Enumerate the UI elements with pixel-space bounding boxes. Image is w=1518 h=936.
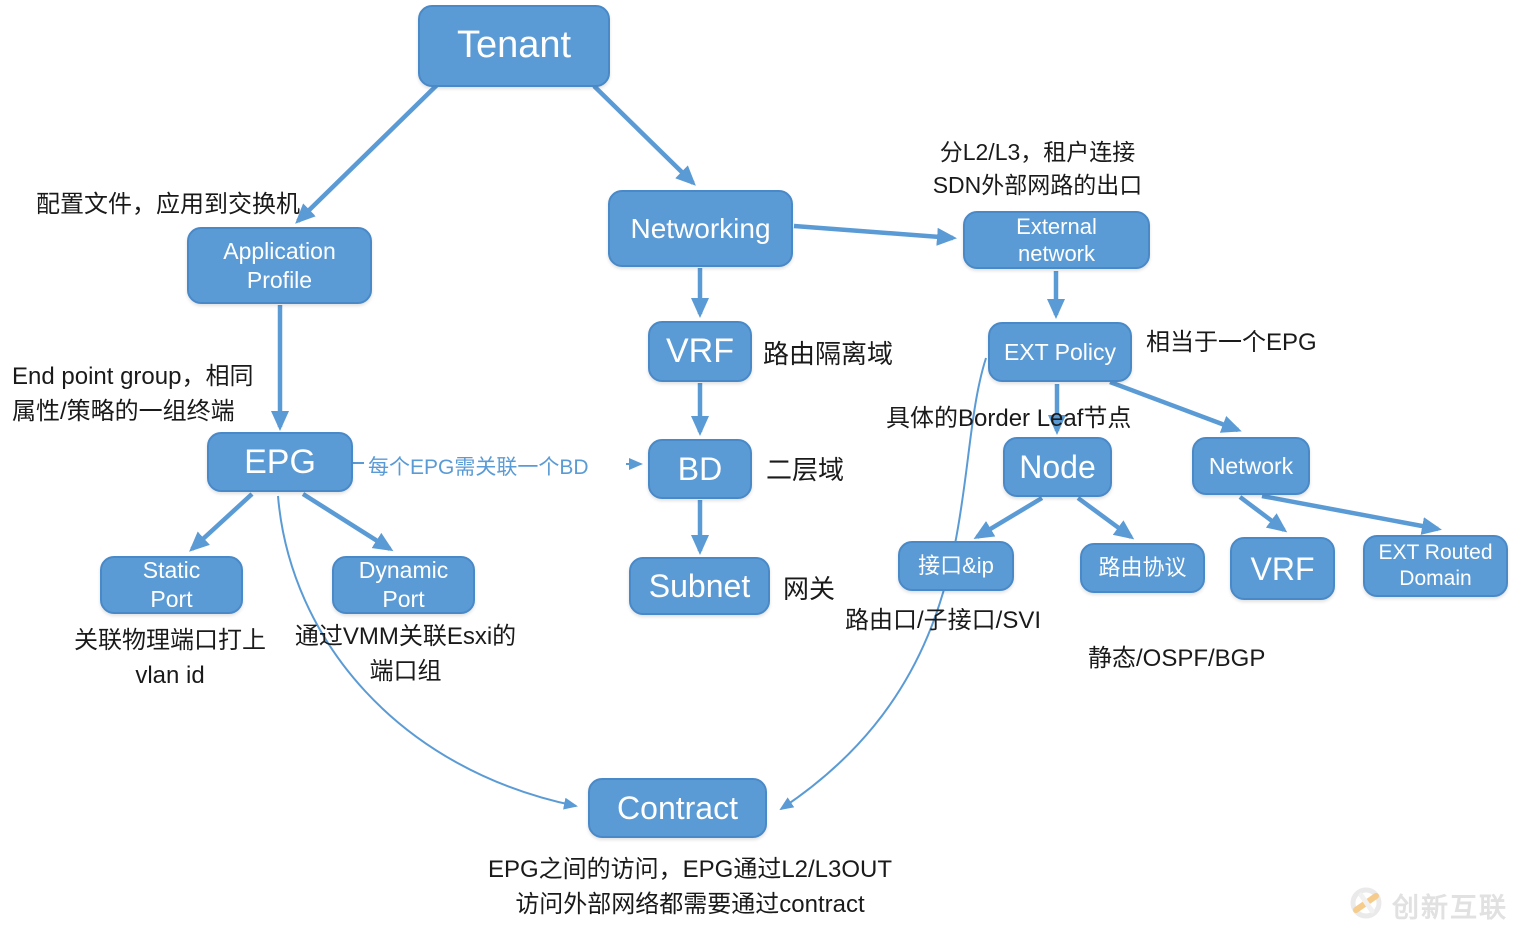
node-subnet: Subnet — [629, 557, 770, 615]
annotation-vrf: 路由隔离域 — [763, 339, 894, 369]
node-vrf-ext: VRF — [1230, 537, 1335, 600]
node-tenant: Tenant — [418, 5, 610, 87]
node-node: Node — [1003, 437, 1112, 497]
arrow-network-to-vrf-ext — [1238, 495, 1288, 533]
arrow-node-to-routing-protocol — [1076, 496, 1135, 540]
node-bd: BD — [648, 439, 752, 499]
node-application-profile: Application Profile — [187, 227, 372, 304]
arrow-epg-to-dynamic-port — [301, 492, 394, 552]
annotation-subnet: 网关 — [783, 574, 836, 604]
annotation-static-port: 关联物理端口打上 vlan id — [74, 627, 266, 689]
annotation-dynamic-port: 通过VMM关联Esxi的 端口组 — [294, 623, 517, 685]
node-network: Network — [1192, 437, 1310, 495]
arrow-networking-to-external-network — [793, 223, 957, 246]
watermark-logo-icon — [1348, 885, 1384, 926]
arrow-node-to-interface-ip — [973, 496, 1044, 540]
annotation-contract: EPG之间的访问，EPG通过L2/L3OUT 访问外部网络都需要通过contra… — [487, 856, 893, 918]
curve-epg-to-contract — [277, 495, 578, 810]
node-ext-routed-domain: EXT Routed Domain — [1363, 535, 1508, 597]
watermark: 创新互联 — [1348, 885, 1508, 926]
annotation-epg: End point group，相同 属性/策略的一组终端 — [12, 363, 254, 425]
node-dynamic-port: Dynamic Port — [332, 556, 475, 614]
annotation-epg-bd-link: 每个EPG需关联一个BD — [368, 456, 589, 479]
node-vrf: VRF — [648, 321, 752, 382]
node-contract: Contract — [588, 778, 767, 838]
node-routing-protocol: 路由协议 — [1080, 543, 1205, 593]
annotation-routing-protocol: 静态/OSPF/BGP — [1088, 645, 1266, 672]
node-external-network: External network — [963, 211, 1150, 269]
node-epg: EPG — [207, 432, 353, 492]
arrow-tenant-to-networking — [592, 84, 696, 186]
annotation-bd: 二层域 — [766, 455, 845, 485]
watermark-brand: 创新互联 — [1392, 893, 1508, 923]
arrow-network-to-ext-routed-domain — [1261, 493, 1442, 535]
annotation-interface-ip: 路由口/子接口/SVI — [845, 607, 1042, 634]
node-ext-policy: EXT Policy — [988, 322, 1132, 382]
arrow-ext-policy-to-network — [1109, 379, 1242, 433]
annotation-external-network: 分L2/L3，租户连接 SDN外部网路的出口 — [932, 139, 1143, 199]
annotation-application-profile: 配置文件，应用到交换机 — [36, 191, 300, 218]
annotation-node: 具体的Border Leaf节点 — [886, 405, 1132, 432]
node-static-port: Static Port — [100, 556, 243, 614]
node-networking: Networking — [608, 190, 793, 267]
arrow-tenant-to-application-profile — [295, 83, 439, 224]
annotation-ext-policy: 相当于一个EPG — [1146, 329, 1317, 356]
node-interface-ip: 接口&ip — [898, 541, 1014, 591]
arrow-epg-to-static-port — [189, 492, 254, 552]
